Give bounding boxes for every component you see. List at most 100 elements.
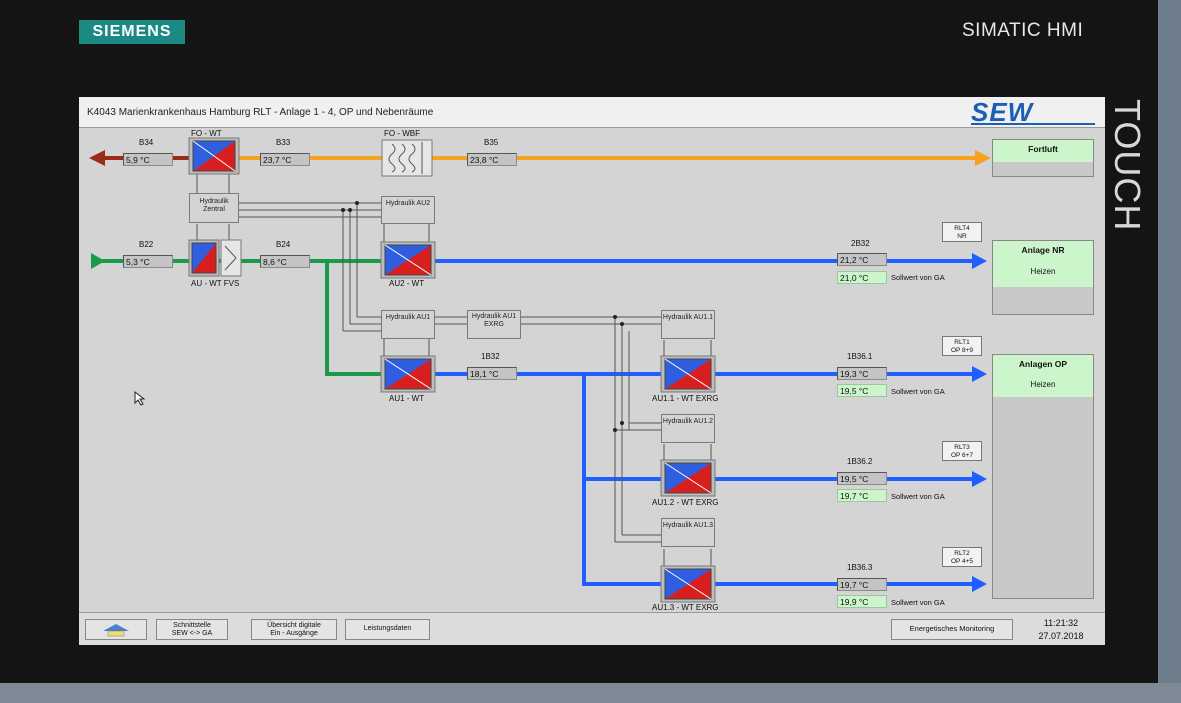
heat-exchangers bbox=[188, 137, 716, 603]
setpoint-b3-value[interactable]: 19,9 °C bbox=[837, 595, 887, 608]
supply-arrow-nr bbox=[972, 253, 987, 269]
sensor-b33-label: B33 bbox=[276, 138, 291, 147]
sensor-1b36-1-value: 19,3 °C bbox=[837, 367, 887, 380]
sensor-b33-value: 23,7 °C bbox=[260, 153, 310, 166]
rlt3-line2: OP 6+7 bbox=[950, 452, 974, 459]
anlage-nr-panel[interactable]: Anlage NR Heizen bbox=[992, 240, 1094, 315]
setpoint-b1-label: Sollwert von GA bbox=[891, 387, 945, 396]
touch-text: TOUCH bbox=[1107, 99, 1148, 232]
clock-time: 11:21:32 bbox=[1043, 618, 1079, 628]
intake-branch-au1 bbox=[325, 261, 384, 376]
hydraulik-au1-exrg[interactable]: Hydraulik AU1 EXRG bbox=[467, 310, 521, 339]
setpoint-b3-label: Sollwert von GA bbox=[891, 598, 945, 607]
siemens-logo: SIEMENS bbox=[79, 20, 185, 44]
setpoint-nr-label: Sollwert von GA bbox=[891, 273, 945, 282]
power-data-button[interactable]: Leistungsdaten bbox=[345, 619, 430, 640]
bezel-right-edge bbox=[1158, 0, 1181, 703]
anlagen-op-title: Anlagen OP bbox=[993, 355, 1093, 377]
hydraulic-piping bbox=[196, 174, 712, 566]
au13-wt-label: AU1.3 - WT EXRG bbox=[652, 603, 719, 612]
touch-label: TOUCH bbox=[1098, 95, 1158, 255]
sensor-2b32-label: 2B32 bbox=[851, 239, 870, 248]
hydraulik-zentral[interactable]: Hydraulik Zentral bbox=[189, 193, 239, 223]
hydraulik-au11[interactable]: Hydraulik AU1.1 bbox=[661, 310, 715, 339]
sensor-b34-value: 5,9 °C bbox=[123, 153, 173, 166]
anlage-nr-mode: Heizen bbox=[993, 263, 1093, 287]
rlt4-line2: NR bbox=[957, 233, 967, 240]
sensor-b35-label: B35 bbox=[484, 138, 499, 147]
sensor-1b36-3-label: 1B36.3 bbox=[847, 563, 873, 572]
fortluft-title: Fortluft bbox=[993, 140, 1093, 162]
anlagen-op-panel[interactable]: Anlagen OP Heizen bbox=[992, 354, 1094, 599]
anlagen-op-mode: Heizen bbox=[993, 377, 1093, 397]
hmi-screen: K4043 Marienkrankenhaus Hamburg RLT - An… bbox=[79, 97, 1105, 645]
au2-wt-label: AU2 - WT bbox=[389, 279, 425, 288]
supply-arrow-b2 bbox=[972, 471, 987, 487]
anlage-nr-title: Anlage NR bbox=[993, 241, 1093, 263]
filter-fo-wbf bbox=[381, 139, 433, 177]
sensor-1b36-3-value: 19,7 °C bbox=[837, 578, 887, 591]
supply-arrow-b1 bbox=[972, 366, 987, 382]
fortluft-panel[interactable]: Fortluft bbox=[992, 139, 1094, 177]
sensor-1b32-value: 18,1 °C bbox=[467, 367, 517, 380]
exhaust-out-arrow bbox=[89, 150, 105, 166]
sensor-1b32-label: 1B32 bbox=[481, 352, 500, 361]
hydraulik-au2[interactable]: Hydraulik AU2 bbox=[381, 196, 435, 224]
setpoint-b2-value[interactable]: 19,7 °C bbox=[837, 489, 887, 502]
hydraulik-au13[interactable]: Hydraulik AU1.3 bbox=[661, 518, 715, 547]
energy-monitoring-button[interactable]: Energetisches Monitoring bbox=[891, 619, 1013, 640]
sensor-1b36-1-label: 1B36.1 bbox=[847, 352, 873, 361]
screen-title: K4043 Marienkrankenhaus Hamburg RLT - An… bbox=[87, 107, 434, 118]
fo-wbf-label: FO - WBF bbox=[384, 129, 420, 138]
rlt3-line1: RLT3 bbox=[954, 444, 970, 451]
interface-line2: SEW <-> GA bbox=[171, 630, 213, 637]
setpoint-b2-label: Sollwert von GA bbox=[891, 492, 945, 501]
clock-date: 27.07.2018 bbox=[1038, 631, 1084, 641]
hydraulik-au1[interactable]: Hydraulik AU1 bbox=[381, 310, 435, 339]
sew-logo: SEW bbox=[971, 99, 1095, 125]
sensor-b22-label: B22 bbox=[139, 240, 154, 249]
home-button[interactable] bbox=[85, 619, 147, 640]
sensor-b22-value: 5,3 °C bbox=[123, 255, 173, 268]
fo-wt-label: FO - WT bbox=[191, 129, 222, 138]
sew-logo-text: SEW bbox=[971, 97, 1034, 127]
mouse-cursor-icon bbox=[134, 391, 146, 406]
interface-line1: Schnittstelle bbox=[173, 622, 211, 629]
rlt1-line1: RLT1 bbox=[954, 339, 970, 346]
sensor-b34-label: B34 bbox=[139, 138, 154, 147]
intake-arrow bbox=[91, 253, 105, 269]
hydraulik-au12[interactable]: Hydraulik AU1.2 bbox=[661, 414, 715, 443]
setpoint-nr-value[interactable]: 21,0 °C bbox=[837, 271, 887, 284]
setpoint-b1-value[interactable]: 19,5 °C bbox=[837, 384, 887, 397]
au12-wt-label: AU1.2 - WT EXRG bbox=[652, 498, 719, 507]
rlt1-line2: OP 8+9 bbox=[950, 347, 974, 354]
pipe-junctions bbox=[341, 201, 624, 432]
home-icon bbox=[103, 624, 129, 637]
au-wt-fvs-label: AU - WT FVS bbox=[191, 279, 240, 288]
au1-wt-label: AU1 - WT bbox=[389, 394, 425, 403]
sensor-b24-label: B24 bbox=[276, 240, 291, 249]
bezel-bottom-edge bbox=[0, 683, 1181, 703]
sensor-b35-value: 23,8 °C bbox=[467, 153, 517, 166]
au11-wt-label: AU1.1 - WT EXRG bbox=[652, 394, 719, 403]
rlt2-line1: RLT2 bbox=[954, 550, 970, 557]
exhaust-arrow bbox=[975, 150, 991, 166]
sensor-2b32-value: 21,2 °C bbox=[837, 253, 887, 266]
rlt4-line1: RLT4 bbox=[954, 225, 970, 232]
rlt2-line2: OP 4+5 bbox=[950, 558, 974, 565]
screen-titlebar: K4043 Marienkrankenhaus Hamburg RLT - An… bbox=[79, 97, 1105, 128]
simatic-hmi-title: SIMATIC HMI bbox=[962, 20, 1084, 41]
digital-io-line2: Ein - Ausgänge bbox=[270, 630, 318, 637]
digital-io-line1: Übersicht digitale bbox=[267, 622, 321, 629]
sensor-1b36-2-value: 19,5 °C bbox=[837, 472, 887, 485]
supply-arrow-b3 bbox=[972, 576, 987, 592]
sensor-1b36-2-label: 1B36.2 bbox=[847, 457, 873, 466]
sensor-b24-value: 8,6 °C bbox=[260, 255, 310, 268]
